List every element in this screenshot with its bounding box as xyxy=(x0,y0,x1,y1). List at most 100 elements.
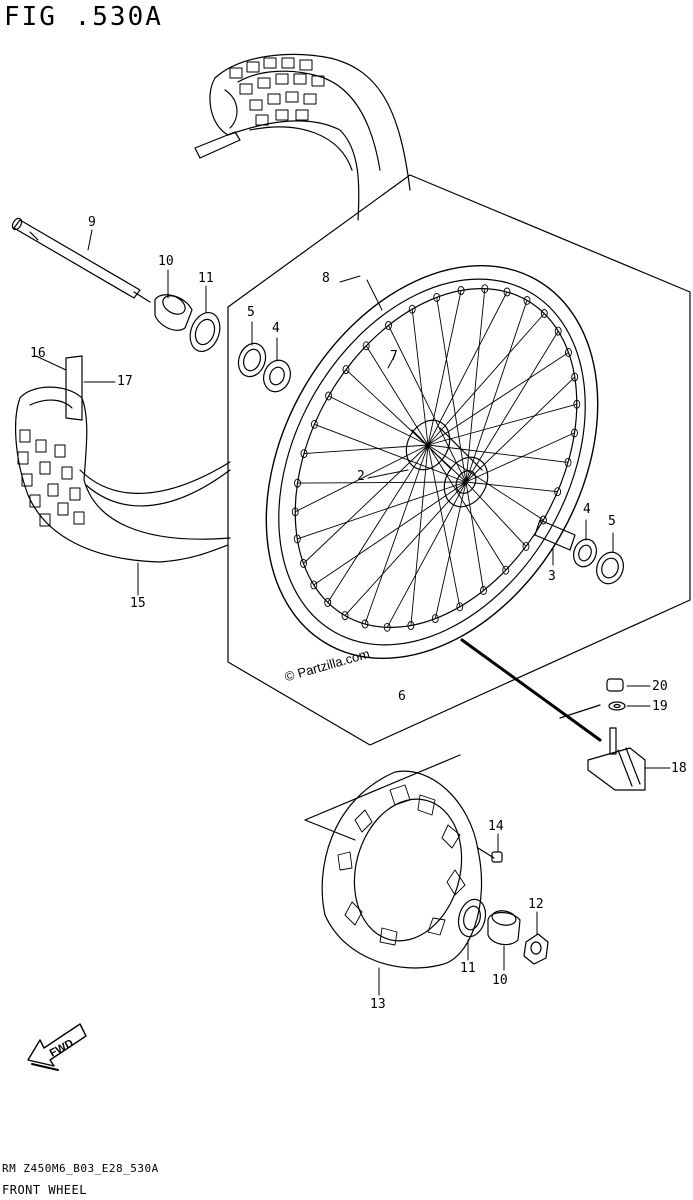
callout-12: 12 xyxy=(528,897,544,912)
seal-bearing-left xyxy=(237,342,291,393)
callout-4-left: 4 xyxy=(272,321,280,336)
spoke xyxy=(344,481,467,617)
spoke xyxy=(427,444,461,608)
spoke-nipple xyxy=(522,541,530,551)
spoke-nipple xyxy=(361,619,369,629)
spoke-nipple xyxy=(554,326,562,336)
spoke-nipple xyxy=(573,399,581,409)
spoke xyxy=(365,345,429,446)
spoke xyxy=(427,291,508,446)
spoke xyxy=(465,330,559,483)
dust-seal-left xyxy=(189,312,221,352)
spoke-nipple xyxy=(383,622,391,632)
spoke-nipple xyxy=(324,598,332,607)
callout-6: 6 xyxy=(398,689,406,704)
spoke xyxy=(427,444,569,463)
spoke xyxy=(427,313,545,446)
spoke xyxy=(427,444,544,521)
spoke xyxy=(296,481,467,540)
spoke xyxy=(328,395,429,446)
fwd-label: FWD xyxy=(48,1037,76,1059)
spoke-nipple xyxy=(431,614,439,624)
callout-19: 19 xyxy=(652,699,668,714)
spoke-nipple xyxy=(325,391,333,401)
spoke xyxy=(427,352,569,446)
valve-parts xyxy=(587,678,646,791)
spoke-nipple xyxy=(523,295,531,305)
spoke-nipple xyxy=(433,292,441,302)
callout-13: 13 xyxy=(370,997,386,1012)
spoke-nipple xyxy=(503,287,511,297)
spoke-nipple xyxy=(457,286,465,295)
callout-10-top: 10 xyxy=(158,254,174,269)
spoke-nipple xyxy=(300,449,308,459)
spoke-nipple xyxy=(385,321,392,330)
spoke xyxy=(465,481,484,591)
spoke xyxy=(465,299,528,483)
callout-16: 16 xyxy=(30,346,46,361)
spacer-right xyxy=(487,910,521,946)
spoke-nipple xyxy=(554,487,562,497)
spoke xyxy=(297,481,467,484)
dust-seal-right xyxy=(457,898,487,938)
spoke-nipple xyxy=(293,534,301,544)
callout-5-right: 5 xyxy=(608,514,616,529)
spoke xyxy=(427,444,507,571)
spacer-left xyxy=(154,294,193,331)
spoke-nipple xyxy=(571,372,579,382)
spoke xyxy=(434,481,467,620)
spoke xyxy=(327,444,429,603)
spoke xyxy=(427,403,578,446)
spoke-nipple xyxy=(564,457,572,467)
spoke xyxy=(465,432,575,483)
callout-18: 18 xyxy=(671,761,687,776)
spoke xyxy=(313,481,467,586)
spoke-nipple xyxy=(362,341,370,351)
spoke-nipple xyxy=(341,611,349,621)
wheel-spokes xyxy=(291,284,581,632)
spoke-nipple xyxy=(502,565,510,575)
callout-11-bottom: 11 xyxy=(460,961,476,976)
spoke-nipple xyxy=(540,309,548,318)
spoke-nipple xyxy=(342,365,350,375)
spoke-nipple xyxy=(310,580,318,590)
callout-9: 9 xyxy=(88,215,96,230)
tire-tread-blocks xyxy=(229,57,325,126)
axle xyxy=(11,217,151,303)
leader-lines xyxy=(35,229,671,996)
spoke xyxy=(388,325,467,483)
spoke xyxy=(294,444,429,513)
spoke xyxy=(386,481,467,628)
callout-20: 20 xyxy=(652,679,668,694)
spoke-nipple xyxy=(407,621,415,630)
figure-name: FRONT WHEEL xyxy=(2,1183,87,1197)
valve-arrow xyxy=(460,638,602,742)
wheel-hub xyxy=(405,419,489,508)
callout-11-top: 11 xyxy=(198,271,214,286)
spoke-nipple xyxy=(565,348,572,357)
callout-7: 7 xyxy=(390,349,398,364)
brake-disc xyxy=(321,770,483,969)
tire-left xyxy=(14,355,231,563)
callout-3: 3 xyxy=(548,569,556,584)
spoke xyxy=(303,444,429,455)
spoke xyxy=(427,290,462,446)
callout-10-bottom: 10 xyxy=(492,973,508,988)
spoke xyxy=(436,296,467,483)
tire-left-tread-blocks xyxy=(17,429,85,527)
spoke-nipple xyxy=(300,559,307,568)
callout-8: 8 xyxy=(322,271,330,286)
spoke xyxy=(364,444,429,625)
figure-title: FIG .530A xyxy=(4,2,163,32)
spoke xyxy=(410,444,429,626)
callout-4-right: 4 xyxy=(583,502,591,517)
spoke-nipple xyxy=(481,284,489,294)
axle-nut xyxy=(523,933,549,965)
callout-14: 14 xyxy=(488,819,504,834)
spoke xyxy=(465,481,559,493)
callout-17: 17 xyxy=(117,374,133,389)
spoke-nipple xyxy=(294,478,301,488)
spoke-nipple xyxy=(480,586,487,595)
